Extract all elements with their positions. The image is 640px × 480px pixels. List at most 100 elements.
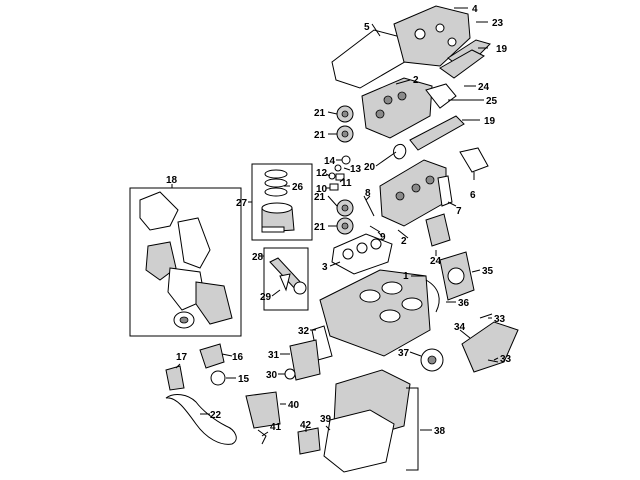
callout-21-c: 21	[314, 192, 326, 203]
oil-seal-30	[284, 368, 296, 380]
camshaft-lower	[409, 115, 465, 151]
gasket-bore-3	[370, 238, 382, 250]
piston-crown	[261, 202, 293, 214]
cylinder-head-2-lower	[379, 159, 447, 227]
idler-15	[210, 370, 226, 386]
callout-42: 42	[300, 420, 312, 431]
crankshaft-group	[420, 313, 519, 373]
leader-11	[339, 177, 345, 183]
bolt-33-upper	[479, 313, 493, 319]
part-10	[329, 183, 339, 191]
callout-12: 12	[316, 168, 328, 179]
callout-23: 23	[492, 18, 504, 29]
oil-pump-group	[284, 339, 321, 381]
cylinder-bore-2	[381, 281, 403, 295]
callout-15: 15	[238, 374, 250, 385]
callout-41: 41	[270, 422, 282, 433]
leader-21-c	[327, 195, 338, 207]
callout-27: 27	[236, 198, 248, 209]
gasket-36	[425, 279, 440, 313]
head-lower-port-2	[411, 183, 421, 193]
leader-34	[459, 329, 471, 339]
leader-17	[175, 363, 181, 369]
callout-21-b: 21	[314, 130, 326, 141]
callout-25: 25	[486, 96, 498, 107]
crank-pulley-hub	[427, 355, 437, 365]
timing-cover-group	[129, 187, 242, 337]
drive-belt-22	[165, 394, 237, 445]
part-42	[297, 427, 321, 455]
cylinder-head-2-top	[361, 77, 433, 139]
callout-36: 36	[458, 298, 470, 309]
callout-31: 31	[268, 350, 280, 361]
leader-39	[325, 425, 331, 431]
connecting-rod-group	[263, 247, 309, 311]
callout-2-upper: 2	[413, 75, 419, 86]
callout-8: 8	[365, 188, 371, 199]
callout-21-d: 21	[314, 222, 326, 233]
belt-group	[165, 394, 237, 445]
leader-37	[409, 351, 422, 357]
callout-labels: 1 2 2 3 4 5 6 7 8 9 10 11 12 13 14 15 16…	[166, 4, 512, 437]
leader-16	[221, 353, 233, 357]
engine-block-1	[319, 269, 431, 357]
sprocket-hub-4	[341, 222, 349, 230]
cylinder-bore-1	[359, 289, 381, 303]
lower-timing-cover	[145, 241, 177, 281]
crankshaft-34	[461, 321, 519, 373]
oil-pan-group	[323, 369, 419, 473]
callout-26: 26	[292, 182, 304, 193]
callout-5: 5	[364, 22, 370, 33]
oil-cap	[414, 28, 426, 40]
head-port-3	[375, 109, 385, 119]
engine-block	[311, 269, 431, 361]
rear-seal	[447, 267, 465, 285]
water-pump-group	[245, 391, 321, 455]
leader-7	[447, 201, 457, 207]
leader-lines	[171, 7, 499, 437]
callout-24-upper: 24	[478, 82, 490, 93]
group-18-box	[129, 187, 242, 337]
callout-7: 7	[456, 206, 462, 217]
callout-13: 13	[350, 164, 362, 175]
bracket-38	[406, 387, 419, 471]
cam-adjuster	[425, 83, 457, 109]
callout-38: 38	[434, 426, 446, 437]
camshaft-upper-2	[439, 49, 485, 79]
rod-bearing	[279, 273, 291, 292]
bracket-6	[459, 147, 489, 173]
callout-20: 20	[364, 162, 376, 173]
cylinder-head-upper	[361, 77, 476, 139]
bolt-33-lower	[487, 359, 499, 363]
rear-cover-group	[425, 251, 475, 313]
leader-13	[343, 167, 351, 171]
callout-9: 9	[380, 232, 386, 243]
tensioner-16	[199, 343, 225, 369]
lower-oil-pan-39	[323, 409, 395, 473]
callout-2-lower: 2	[401, 236, 407, 247]
sprocket-hub-1	[341, 110, 349, 118]
leader-21-a	[327, 111, 338, 115]
bracket-17	[165, 365, 185, 391]
leader-2-lower	[397, 229, 409, 239]
group-28-box	[263, 247, 309, 311]
gasket-bore-2	[356, 242, 368, 254]
head-port-2	[397, 91, 407, 101]
leader-41	[261, 431, 269, 437]
callout-40: 40	[288, 400, 300, 411]
callout-29: 29	[260, 292, 272, 303]
leader-29	[271, 289, 281, 297]
camshaft-lower-group	[393, 115, 465, 160]
callout-6: 6	[470, 190, 476, 201]
cylinder-bore-3	[401, 297, 423, 311]
cylinder-bore-4	[379, 309, 401, 323]
bolt-8	[363, 195, 375, 217]
callout-1: 1	[403, 271, 409, 282]
pin-9	[369, 225, 381, 233]
sprocket-hub-3	[341, 204, 349, 212]
oil-pump-31	[289, 339, 321, 381]
callout-16: 16	[232, 352, 244, 363]
leader-8	[365, 195, 371, 201]
seal-7	[437, 175, 453, 207]
